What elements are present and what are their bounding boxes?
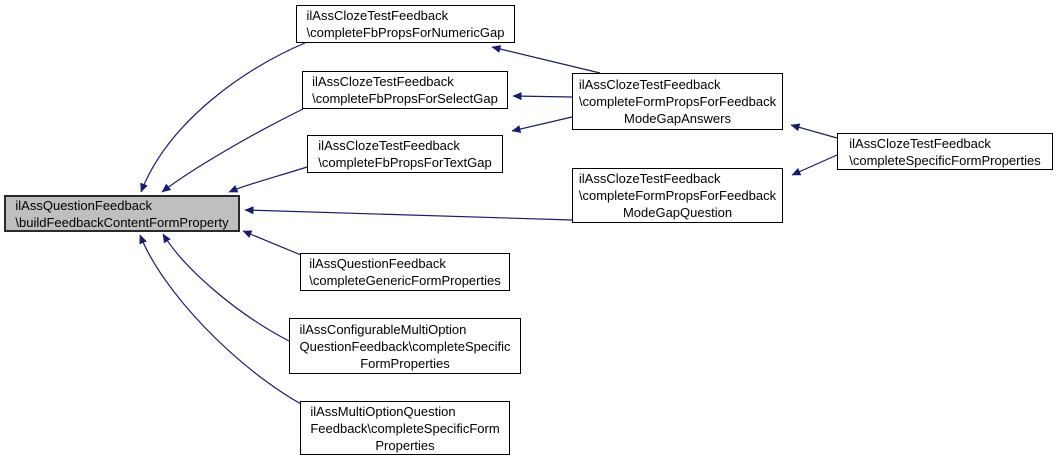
node-label: ilAssClozeTestFeedback \completeSpecific…	[849, 135, 1040, 169]
node-label: ilAssClozeTestFeedback \completeFormProp…	[579, 170, 776, 221]
node-label-line: \completeSpecificFormProperties	[849, 152, 1041, 168]
node-label: ilAssMultiOptionQuestion Feedback\comple…	[310, 403, 499, 454]
node-label-line: ilAssClozeTestFeedback	[306, 8, 449, 23]
node-label-line: ilAssMultiOptionQuestion	[310, 403, 456, 419]
node-label: ilAssQuestionFeedback \completeGenericFo…	[309, 255, 500, 289]
node-buildfeedbackcontentformproperty: ilAssQuestionFeedback \buildFeedbackCont…	[4, 195, 240, 232]
node-label: ilAssClozeTestFeedback \completeFbPropsF…	[312, 73, 498, 107]
node-label-line: ilAssClozeTestFeedback	[578, 171, 721, 186]
edge-textgap-to-buildfeedbackcontentformproperty	[228, 166, 308, 193]
node-label-line: \completeFbPropsForSelectGap	[312, 91, 498, 106]
edge-modegapanswers-to-selectgap	[512, 92, 573, 101]
edge-modegapanswers-to-numericgap	[491, 45, 601, 74]
node-label: ilAssClozeTestFeedback \completeFbPropsF…	[307, 7, 505, 41]
node-label-line: \completeFbPropsForNumericGap	[306, 25, 505, 40]
node-label-line: Properties	[375, 437, 435, 453]
node-label-line: ilAssClozeTestFeedback	[312, 74, 454, 89]
node-label: ilAssClozeTestFeedback \completeFbPropsF…	[318, 137, 491, 171]
edge-modegapquestion-to-buildfeedbackcontentformproperty	[244, 206, 573, 221]
node-label-line: \completeFormPropsForFeedback	[578, 188, 777, 203]
node-completeformpropsforfeedbackmodegapanswers[interactable]: ilAssClozeTestFeedback \completeFormProp…	[572, 73, 783, 130]
edge-specificformproperties-to-modegapquestion	[791, 154, 838, 176]
node-label-line: ilAssConfigurableMultiOption	[299, 321, 467, 337]
node-label-line: \completeFormPropsForFeedback	[578, 94, 777, 109]
node-completefbpropsfortextgap[interactable]: ilAssClozeTestFeedback \completeFbPropsF…	[307, 135, 503, 173]
node-completespecificformproperties-cloze[interactable]: ilAssClozeTestFeedback \completeSpecific…	[837, 133, 1053, 170]
node-label-line: FormProperties	[360, 355, 450, 371]
node-label-line: ilAssQuestionFeedback	[15, 197, 152, 213]
node-label-line: \completeFbPropsForTextGap	[318, 155, 492, 170]
edge-specificformproperties-to-modegapanswers	[790, 123, 838, 139]
node-label-line: ilAssQuestionFeedback	[309, 256, 446, 271]
node-label-line: \buildFeedbackContentFormProperty	[15, 214, 229, 230]
node-label: ilAssClozeTestFeedback \completeFormProp…	[579, 76, 776, 127]
node-label-line: ModeGapAnswers	[624, 111, 731, 126]
edge-selectgap-to-buildfeedbackcontentformproperty	[161, 108, 304, 193]
node-label-line: ilAssClozeTestFeedback	[578, 77, 721, 92]
node-configurablemultioption-completespecificformproperties[interactable]: ilAssConfigurableMultiOption QuestionFee…	[289, 318, 521, 374]
node-label-line: QuestionFeedback\completeSpecific	[299, 338, 511, 354]
node-completefbpropsforselectgap[interactable]: ilAssClozeTestFeedback \completeFbPropsF…	[302, 71, 508, 109]
node-label-line: ilAssClozeTestFeedback	[318, 138, 460, 153]
node-label-line: Feedback\completeSpecificForm	[310, 420, 500, 436]
node-label-line: ModeGapQuestion	[622, 205, 733, 220]
edge-genericformproperties-to-buildfeedbackcontentformproperty	[242, 230, 302, 256]
node-label-line: ilAssClozeTestFeedback	[849, 135, 991, 151]
edge-multioptionquestion-to-buildfeedbackcontentformproperty	[139, 234, 302, 405]
node-completegenericformproperties[interactable]: ilAssQuestionFeedback \completeGenericFo…	[300, 253, 510, 291]
edge-numericgap-to-buildfeedbackcontentformproperty	[140, 42, 306, 193]
node-label: ilAssConfigurableMultiOption QuestionFee…	[299, 321, 510, 372]
edge-modegapanswers-to-textgap	[511, 116, 573, 133]
node-completeformpropsforfeedbackmodegapquestion[interactable]: ilAssClozeTestFeedback \completeFormProp…	[572, 168, 783, 223]
node-multioptionquestion-completespecificformproperties[interactable]: ilAssMultiOptionQuestion Feedback\comple…	[300, 401, 510, 455]
node-label: ilAssQuestionFeedback \buildFeedbackCont…	[15, 197, 228, 231]
edge-configurablemultioption-to-buildfeedbackcontentformproperty	[162, 233, 290, 342]
node-label-line: \completeGenericFormProperties	[309, 273, 501, 288]
node-completefbpropsfornumericgap[interactable]: ilAssClozeTestFeedback \completeFbPropsF…	[296, 5, 515, 43]
